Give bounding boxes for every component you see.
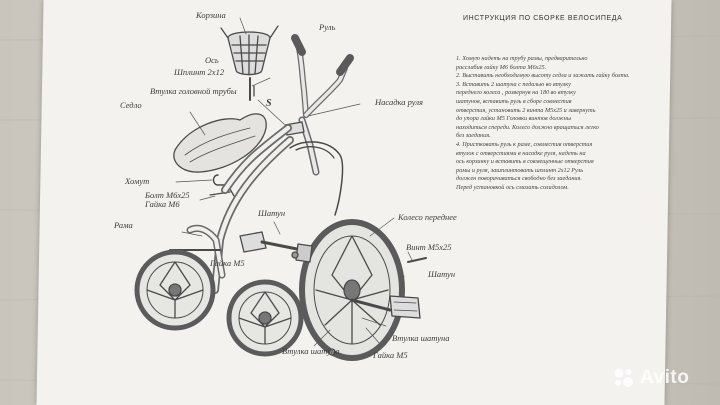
label-clamp: Хомут <box>125 176 150 186</box>
crank-left-part <box>239 231 313 263</box>
instructions-list: 1. Хомут надеть на трубу рамы, предварит… <box>456 55 656 193</box>
label-bolt-m6x25: Болт М6х25 <box>145 190 190 200</box>
instruction-line: до упора гайки М5 Головки винтов должны <box>456 115 572 123</box>
front-wheel-part <box>299 219 405 361</box>
label-nut-m5-bottom: Гайка М5 <box>373 350 408 360</box>
instruction-line: находиться спереди. Колесо должно вращат… <box>456 123 599 131</box>
screw-part <box>407 257 427 263</box>
instruction-line: расслабив гайку М6 болта М6х25. <box>456 63 547 71</box>
label-crank-right: Шатун <box>428 269 456 279</box>
instruction-line: 3. Вставить 2 шатуна с педалью во втулку <box>456 80 571 88</box>
instruction-line: без заедания. <box>456 132 491 140</box>
label-screw-m5x25: Винт М5х25 <box>406 242 452 252</box>
saddle-part <box>173 113 267 173</box>
label-axle: Ось <box>205 55 219 65</box>
instruction-line: Перед установкой ось смазать солидолом. <box>456 183 569 191</box>
instruction-line: ось корзинку и вставить в совмещенные от… <box>456 158 594 166</box>
document-heading: ИНСТРУКЦИЯ ПО СБОРКЕ ВЕЛОСИПЕДА <box>463 15 623 22</box>
nut-part <box>291 251 299 259</box>
label-crank-left: Шатун <box>258 208 286 218</box>
instruction-line: шатунов, вставить руль в сборе совместив <box>456 97 572 105</box>
instruction-line: втулок с отверстиями в насадке руля, над… <box>456 149 586 157</box>
label-head-tube-bushing: Втулка головной трубы <box>150 86 237 96</box>
avito-watermark: Avito <box>612 366 689 390</box>
label-cotter-pin: Шплинт 2х12 <box>174 67 225 77</box>
label-crank-bushing-left: Втулка шатуна <box>282 346 340 356</box>
instruction-line: рамы и руля, зашплинтовать шплинт 2х12 Р… <box>456 166 584 174</box>
handlebar-part <box>291 34 354 118</box>
basket-part <box>220 25 279 76</box>
handlebar-mount-part <box>289 116 344 216</box>
label-nut-m6: Гайка М6 <box>145 199 180 209</box>
label-basket: Корзина <box>196 10 226 20</box>
instruction-line: отверстия, установить 2 винта М5х25 и за… <box>456 106 596 114</box>
label-s-mark: S <box>266 98 272 109</box>
nut-part <box>328 348 336 356</box>
instruction-line: 1. Хомут надеть на трубу рамы, предварит… <box>456 55 588 62</box>
rear-wheel-right <box>226 279 304 357</box>
label-handlebar: Руль <box>319 22 336 32</box>
rear-wheel-left <box>134 249 216 331</box>
instruction-line: 2. Выставить необходимую высоту седла и … <box>456 72 630 80</box>
instruction-line: 4. Пристковать руль к раме, совместив от… <box>456 140 593 148</box>
instruction-line: должен поворачиваться свободно без заеда… <box>456 175 582 183</box>
label-frame: Рама <box>114 220 133 230</box>
label-front-wheel: Колесо переднее <box>398 212 457 222</box>
avito-wordmark: Avito <box>640 367 690 388</box>
label-handlebar-mount: Насадка руля <box>375 97 423 107</box>
instruction-line: переднего колеса , развернув на 180 во в… <box>456 89 576 97</box>
clamp-part <box>212 174 231 186</box>
label-saddle: Седло <box>120 100 142 110</box>
label-crank-bushing-right: Втулка шатуна <box>392 333 450 343</box>
exploded-bicycle-diagram <box>134 17 427 361</box>
label-nut-m5-left: Гайка М5 <box>210 258 245 268</box>
crank-right-part <box>350 295 421 319</box>
avito-logo-icon <box>614 368 633 387</box>
